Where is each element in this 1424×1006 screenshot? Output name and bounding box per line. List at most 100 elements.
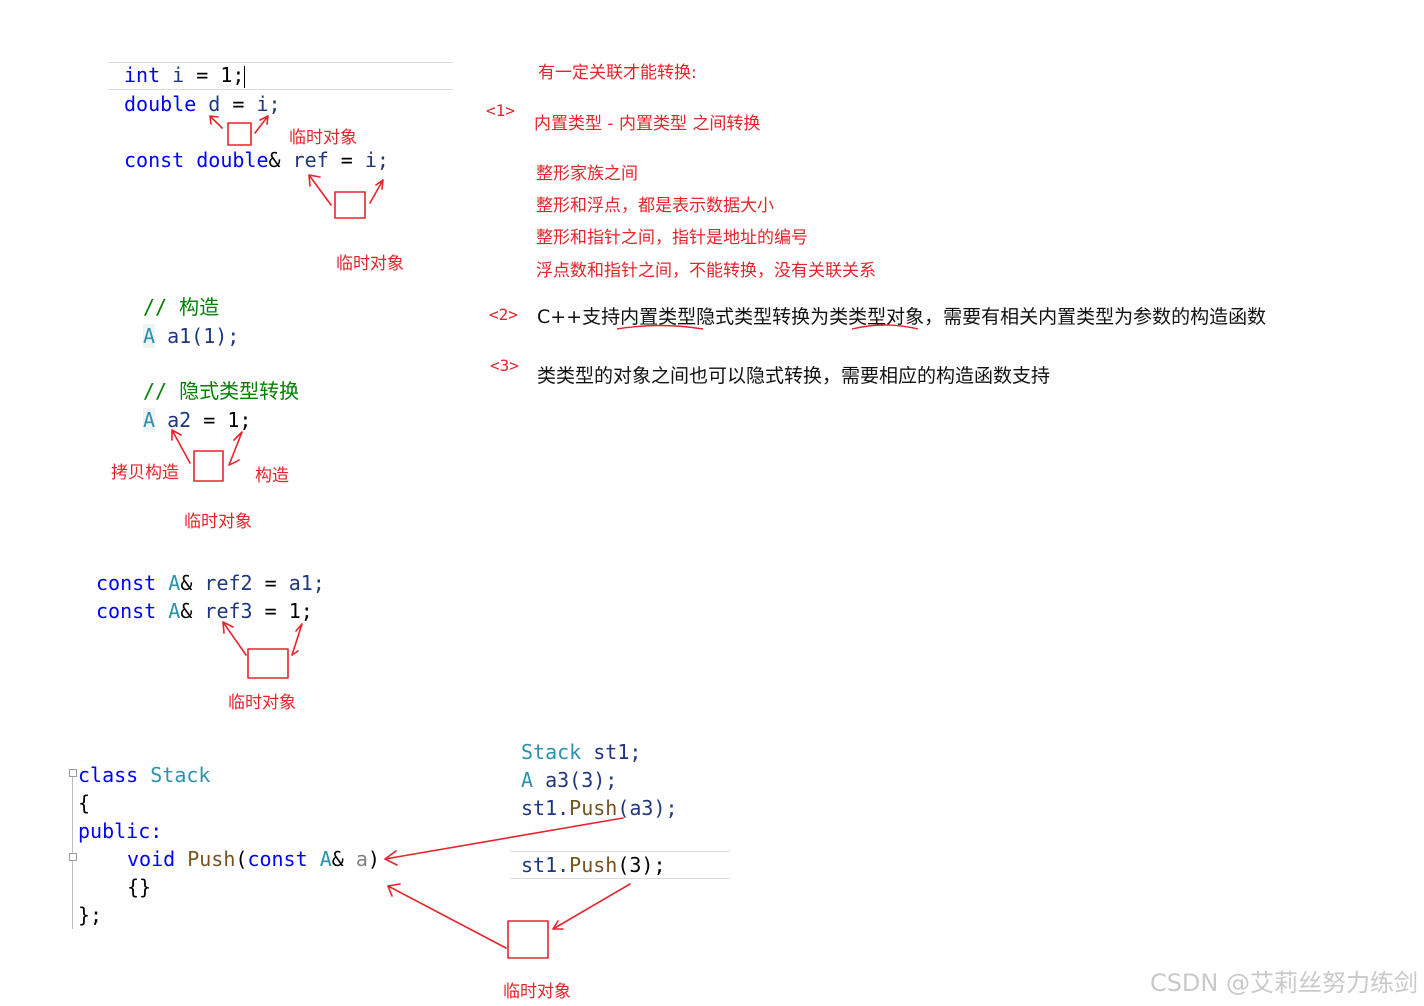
type-A: A xyxy=(168,571,181,595)
note-tag-2: <2> xyxy=(489,305,518,324)
var-a3: a3(3); xyxy=(545,768,618,792)
note-sub-3: 整形和指针之间，指针是地址的编号 xyxy=(536,228,808,248)
type-stack: Stack xyxy=(521,740,582,764)
text-cursor xyxy=(244,65,246,88)
collapse-toggle[interactable] xyxy=(69,769,77,777)
outline-guide xyxy=(72,771,73,929)
keyword-const: const xyxy=(96,571,157,595)
annotation-temp-object: 临时对象 xyxy=(184,512,252,532)
ampersand: & xyxy=(268,148,281,172)
keyword-double: double xyxy=(124,92,197,116)
editor-line-highlight xyxy=(510,851,730,852)
paren-close: ) xyxy=(367,847,380,871)
arrow xyxy=(171,429,191,464)
note-sub-4: 浮点数和指针之间，不能转换，没有关联关系 xyxy=(536,261,876,281)
op-assign: = xyxy=(264,599,277,623)
arrow xyxy=(254,115,269,134)
keyword-int: int xyxy=(124,63,161,87)
type-A: A xyxy=(521,768,534,792)
note-2-part: 对象，需要有相关内置类型为参数的构造函数 xyxy=(886,306,1267,328)
type-A: A xyxy=(143,408,156,432)
annotation-temp-object: 临时对象 xyxy=(289,128,357,148)
fn-push: Push xyxy=(569,796,618,820)
op-assign: = xyxy=(264,571,277,595)
code-line-int: int i = 1; xyxy=(124,61,246,89)
annotation-temp-object: 临时对象 xyxy=(336,254,404,274)
keyword-void: void xyxy=(127,847,176,871)
note-tag-3: <3> xyxy=(490,356,519,375)
code-line-a2: A a2 = 1; xyxy=(143,406,251,434)
editor-line-highlight xyxy=(510,878,730,879)
temp-box xyxy=(247,648,289,679)
keyword-const: const xyxy=(247,847,308,871)
type-A: A xyxy=(168,599,181,623)
note-2-text: C++支持内置类型隐式类型转换为类类型对象，需要有相关内置类型为参数的构造函数 xyxy=(537,302,1266,329)
note-sub-1: 整形家族之间 xyxy=(536,164,638,184)
underline xyxy=(616,324,704,330)
var-a2: a2 xyxy=(167,408,192,432)
comment-slashes: // xyxy=(143,295,168,319)
args-3: (3); xyxy=(617,853,666,877)
code-line-class: class Stack xyxy=(78,761,210,789)
obj-st1: st1. xyxy=(521,853,570,877)
note-tag-1: <1> xyxy=(486,101,515,120)
code-line-stack-st1: Stack st1; xyxy=(521,738,641,766)
code-line-ref3: const A& ref3 = 1; xyxy=(96,597,313,625)
fn-push: Push xyxy=(187,847,236,871)
var-i: i xyxy=(172,63,185,87)
var-st1: st1; xyxy=(593,740,642,764)
annotation-construct: 构造 xyxy=(255,466,289,486)
param-a: a xyxy=(355,847,368,871)
keyword-const: const xyxy=(124,148,185,172)
fn-push: Push xyxy=(569,853,618,877)
temp-box xyxy=(507,920,549,959)
comment-slashes: // xyxy=(143,379,168,403)
value-1: 1; xyxy=(288,599,313,623)
temp-box xyxy=(334,191,366,219)
arrow xyxy=(552,883,631,930)
var-ref: ref xyxy=(292,148,329,172)
arrow xyxy=(291,623,303,656)
watermark: CSDN @艾莉丝努力练剑 xyxy=(1149,969,1418,997)
code-line-push-decl: void Push(const A& a) xyxy=(127,847,380,871)
collapse-toggle[interactable] xyxy=(69,853,77,861)
comment-text: 构造 xyxy=(179,295,220,319)
keyword-class: class xyxy=(78,763,139,787)
note-sub-2: 整形和浮点，都是表示数据大小 xyxy=(536,196,774,216)
code-open-brace: { xyxy=(78,791,91,815)
value-1: 1; xyxy=(220,63,245,87)
temp-box xyxy=(227,122,252,146)
args-a3: (a3); xyxy=(617,796,678,820)
code-line-a3: A a3(3); xyxy=(521,766,617,794)
editor-line-highlight xyxy=(108,62,453,63)
var-d: d xyxy=(208,92,221,116)
ampersand: & xyxy=(180,599,193,623)
ampersand: & xyxy=(180,571,193,595)
editor-line-highlight xyxy=(108,89,453,90)
code-close: }; xyxy=(78,903,103,927)
code-comment-construct: // 构造 xyxy=(143,293,219,321)
code-line-const-ref: const double& ref = i; xyxy=(124,146,389,174)
note-3-text: 类类型的对象之间也可以隐式转换，需要相应的构造函数支持 xyxy=(537,365,1051,387)
ampersand: & xyxy=(331,847,344,871)
note-2-part: C++支持 xyxy=(537,306,621,328)
notes-header: 有一定关联才能转换: xyxy=(538,63,697,83)
arrow xyxy=(222,621,247,656)
note-2-underlined: 内置类型 xyxy=(620,306,697,328)
note-1-text: 内置类型 - 内置类型 之间转换 xyxy=(534,114,761,134)
keyword-const: const xyxy=(96,599,157,623)
annotation-temp-object: 临时对象 xyxy=(228,693,296,713)
class-name-stack: Stack xyxy=(150,763,211,787)
arrow xyxy=(387,883,507,949)
value-i: i; xyxy=(256,92,281,116)
var-a1: a1(1); xyxy=(167,324,240,348)
code-line-ref2: const A& ref2 = a1; xyxy=(96,569,325,597)
code-line-double: double d = i; xyxy=(124,90,281,118)
arrow xyxy=(308,174,332,206)
annotation-copy-construct: 拷贝构造 xyxy=(111,463,179,483)
type-A: A xyxy=(143,324,156,348)
comment-text: 隐式类型转换 xyxy=(179,379,300,403)
underline xyxy=(851,324,919,330)
type-A: A xyxy=(319,847,332,871)
